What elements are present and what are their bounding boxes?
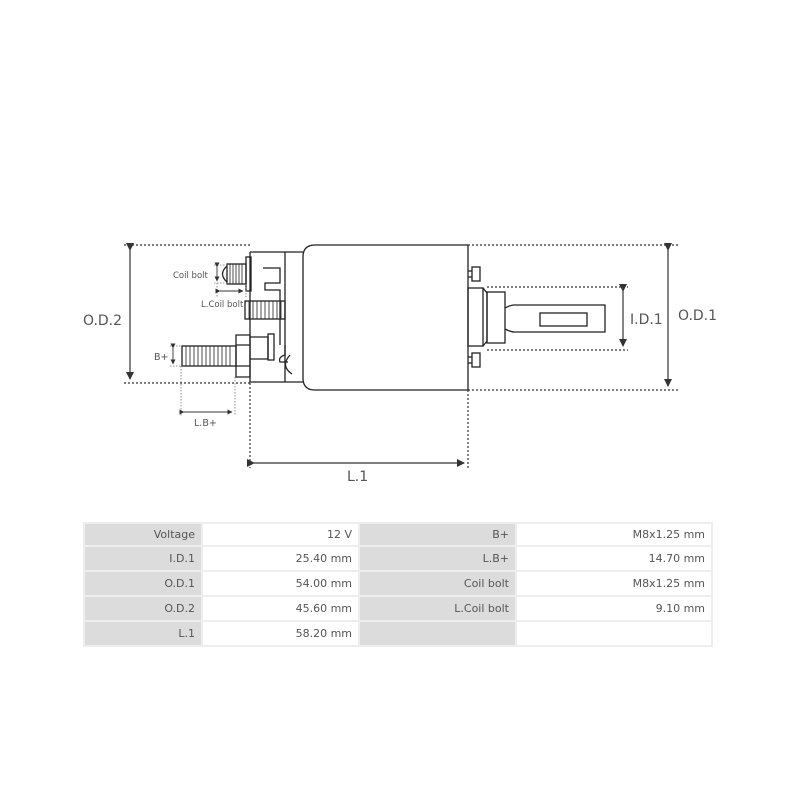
- spec-key: Coil bolt: [358, 572, 515, 597]
- id1-label: I.D.1: [630, 312, 663, 328]
- l-coil-bolt-label: L.Coil bolt: [201, 300, 244, 310]
- spec-key: I.D.1: [83, 547, 201, 572]
- spec-value: M8x1.25 mm: [515, 522, 713, 547]
- spec-value: [515, 622, 713, 647]
- spec-key: [358, 622, 515, 647]
- specs-table: Voltage 12 V B+ M8x1.25 mm I.D.1 25.40 m…: [83, 522, 713, 647]
- table-row: Voltage 12 V B+ M8x1.25 mm: [83, 522, 713, 547]
- solenoid-body: [302, 244, 469, 391]
- table-row: L.1 58.20 mm: [83, 622, 713, 647]
- spec-key: Voltage: [83, 522, 201, 547]
- table-row: I.D.1 25.40 mm L.B+ 14.70 mm: [83, 547, 713, 572]
- l-b-plus-label: L.B+: [194, 418, 217, 429]
- coil-bolt-label: Coil bolt: [173, 271, 209, 281]
- coil-bolt: [226, 263, 247, 285]
- spec-key: L.1: [83, 622, 201, 647]
- spec-value: 54.00 mm: [201, 572, 358, 597]
- spec-key: O.D.2: [83, 597, 201, 622]
- spec-value: 14.70 mm: [515, 547, 713, 572]
- spec-key: O.D.1: [83, 572, 201, 597]
- spec-key: L.Coil bolt: [358, 597, 515, 622]
- spec-key: B+: [358, 522, 515, 547]
- solenoid-diagram: O.D.2 O.D.1 I.D.1 L.1 Coil bolt L.Coil b…: [83, 243, 717, 485]
- spec-value: 45.60 mm: [201, 597, 358, 622]
- table-row: O.D.1 54.00 mm Coil bolt M8x1.25 mm: [83, 572, 713, 597]
- spec-value: 58.20 mm: [201, 622, 358, 647]
- od1-label: O.D.1: [678, 308, 717, 324]
- od2-label: O.D.2: [83, 313, 122, 329]
- spec-key: L.B+: [358, 547, 515, 572]
- spec-value: 25.40 mm: [201, 547, 358, 572]
- spec-value: 12 V: [201, 522, 358, 547]
- rear-cap: [249, 251, 303, 383]
- plunger: [504, 304, 606, 333]
- spec-value: M8x1.25 mm: [515, 572, 713, 597]
- l1-label: L.1: [347, 469, 368, 485]
- b-plus-label: B+: [154, 352, 168, 363]
- spec-value: 9.10 mm: [515, 597, 713, 622]
- table-row: O.D.2 45.60 mm L.Coil bolt 9.10 mm: [83, 597, 713, 622]
